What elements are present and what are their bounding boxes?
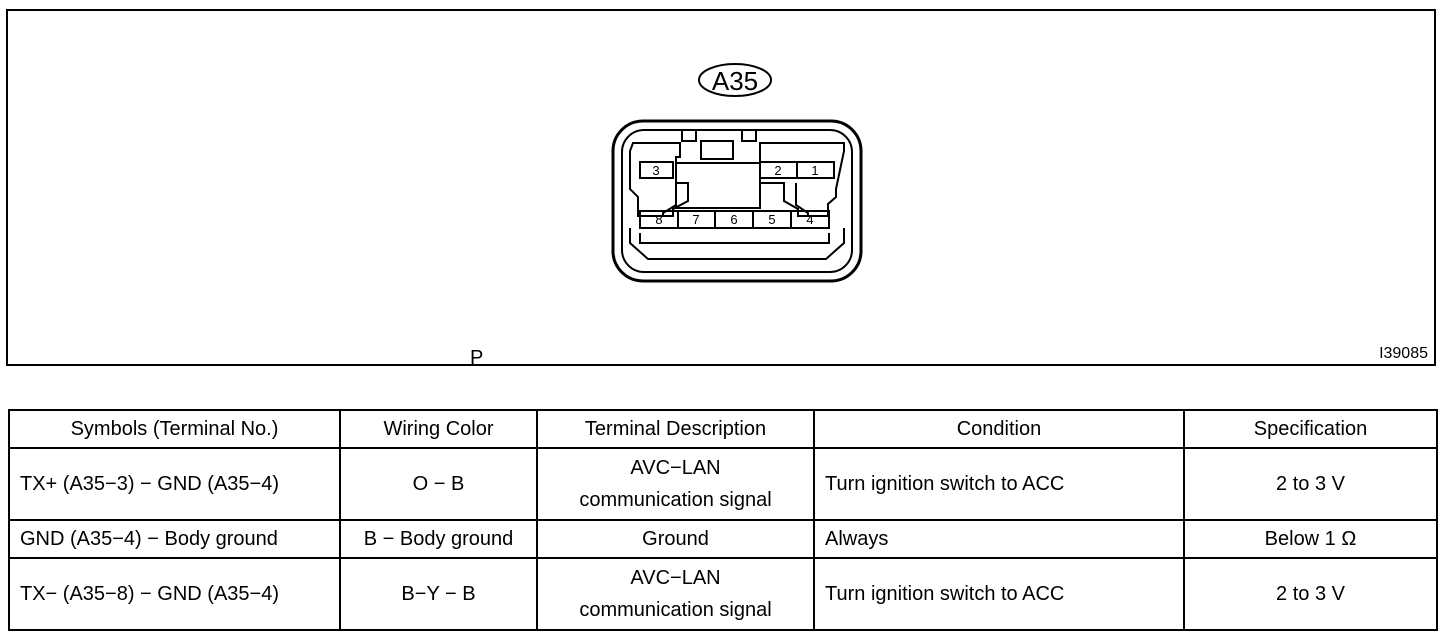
header-condition: Condition: [813, 409, 1185, 449]
cell-symbol: TX+ (A35−3) − GND (A35−4): [8, 447, 341, 521]
pin-number: 8: [655, 212, 662, 227]
connector-outer-shell: [611, 119, 863, 283]
header-symbols: Symbols (Terminal No.): [8, 409, 341, 449]
table-row: TX− (A35−8) − GND (A35−4) B−Y − B AVC−LA…: [8, 557, 1438, 631]
cell-specification: 2 to 3 V: [1183, 557, 1438, 631]
pin-cell: [639, 161, 674, 179]
cell-description: Ground: [536, 519, 815, 559]
pin-number: 1: [811, 163, 818, 178]
cell-wiring-color: O − B: [339, 447, 538, 521]
header-wiring-color: Wiring Color: [339, 409, 538, 449]
pin-number: 3: [652, 163, 659, 178]
connector-label: A35: [712, 66, 758, 96]
connector-label-oval: [698, 63, 772, 97]
connector-keyway: [629, 228, 845, 260]
pin-row: [639, 210, 830, 229]
terminal-spec-table: Symbols (Terminal No.) Wiring Color Term…: [8, 409, 1438, 631]
cell-condition: Turn ignition switch to ACC: [813, 557, 1185, 631]
pin-number: 5: [768, 212, 775, 227]
connector-latch: [700, 140, 734, 160]
cell-specification: Below 1 Ω: [1183, 519, 1438, 559]
figure-code: I39085: [1379, 345, 1428, 362]
pin-number: 2: [774, 163, 781, 178]
cell-condition: Turn ignition switch to ACC: [813, 447, 1185, 521]
cell-wiring-color: B − Body ground: [339, 519, 538, 559]
cell-symbol: GND (A35−4) − Body ground: [8, 519, 341, 559]
cell-specification: 2 to 3 V: [1183, 447, 1438, 521]
pin-number: 4: [806, 212, 813, 227]
pin-number: 7: [692, 212, 699, 227]
header-terminal-description: Terminal Description: [536, 409, 815, 449]
connector-diagram: A35 3 2 1 8 7 6 5 4: [611, 63, 863, 283]
connector-inner-shell: [621, 129, 853, 273]
cell-wiring-color: B−Y − B: [339, 557, 538, 631]
table-row: GND (A35−4) − Body ground B − Body groun…: [8, 519, 1438, 559]
cell-symbol: TX− (A35−8) − GND (A35−4): [8, 557, 341, 631]
table-header-row: Symbols (Terminal No.) Wiring Color Term…: [8, 409, 1438, 449]
cell-condition: Always: [813, 519, 1185, 559]
pin-number: 6: [730, 212, 737, 227]
view-label: P: [470, 347, 484, 369]
header-specification: Specification: [1183, 409, 1438, 449]
connector-diagram-frame: A35 3 2 1 8 7 6 5 4 P I3: [6, 9, 1436, 369]
